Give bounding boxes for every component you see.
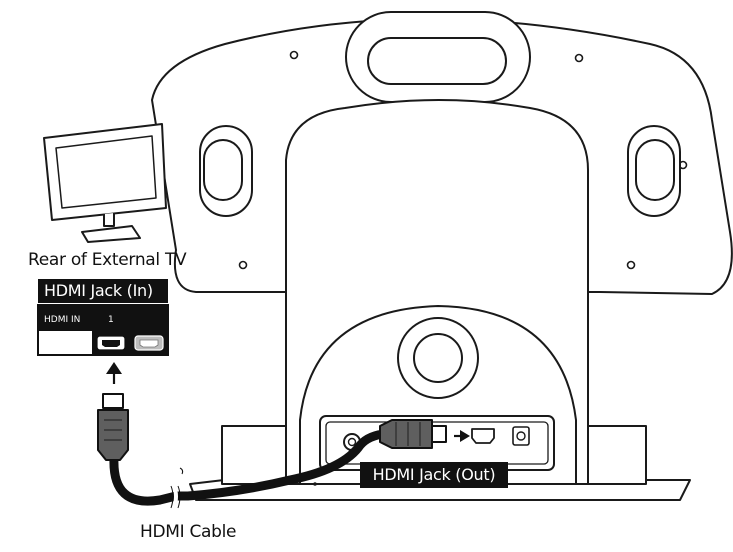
right-foot xyxy=(579,425,647,485)
hdmi-plug-icon xyxy=(97,393,129,461)
hdmi-out-port-icon xyxy=(471,428,495,444)
tv-caption: Rear of External TV xyxy=(28,250,187,270)
cable-break-mark xyxy=(172,485,178,509)
arrow-icon xyxy=(106,362,122,384)
cable-line-outer xyxy=(109,429,389,506)
tv-panel-port-number: 1 xyxy=(108,315,114,325)
tv-screen xyxy=(55,135,157,209)
tv-panel-title: HDMI IN xyxy=(44,315,80,325)
hdmi-out-label: HDMI Jack (Out) xyxy=(360,462,508,488)
cable-label: HDMI Cable xyxy=(140,522,237,542)
device-rear xyxy=(151,11,733,501)
tv-panel-header xyxy=(38,305,168,331)
tv-stand-neck xyxy=(103,213,115,227)
right-recess-inner xyxy=(635,139,675,201)
handle-inner xyxy=(367,37,507,85)
screw-holes xyxy=(238,50,688,270)
hdmi-cable xyxy=(109,429,389,509)
left-foot xyxy=(221,425,297,485)
tv-stand-base xyxy=(81,225,141,243)
tv-hdmi-panel: HDMI IN 1 xyxy=(37,304,169,356)
tv-icon xyxy=(43,123,167,243)
hdmi-in-label: HDMI Jack (In) xyxy=(38,279,168,303)
hdmi-plug-out-icon xyxy=(379,419,447,449)
left-recess-inner xyxy=(203,139,243,201)
rear-knob-inner xyxy=(413,333,463,383)
arrow-right-icon xyxy=(454,430,470,442)
